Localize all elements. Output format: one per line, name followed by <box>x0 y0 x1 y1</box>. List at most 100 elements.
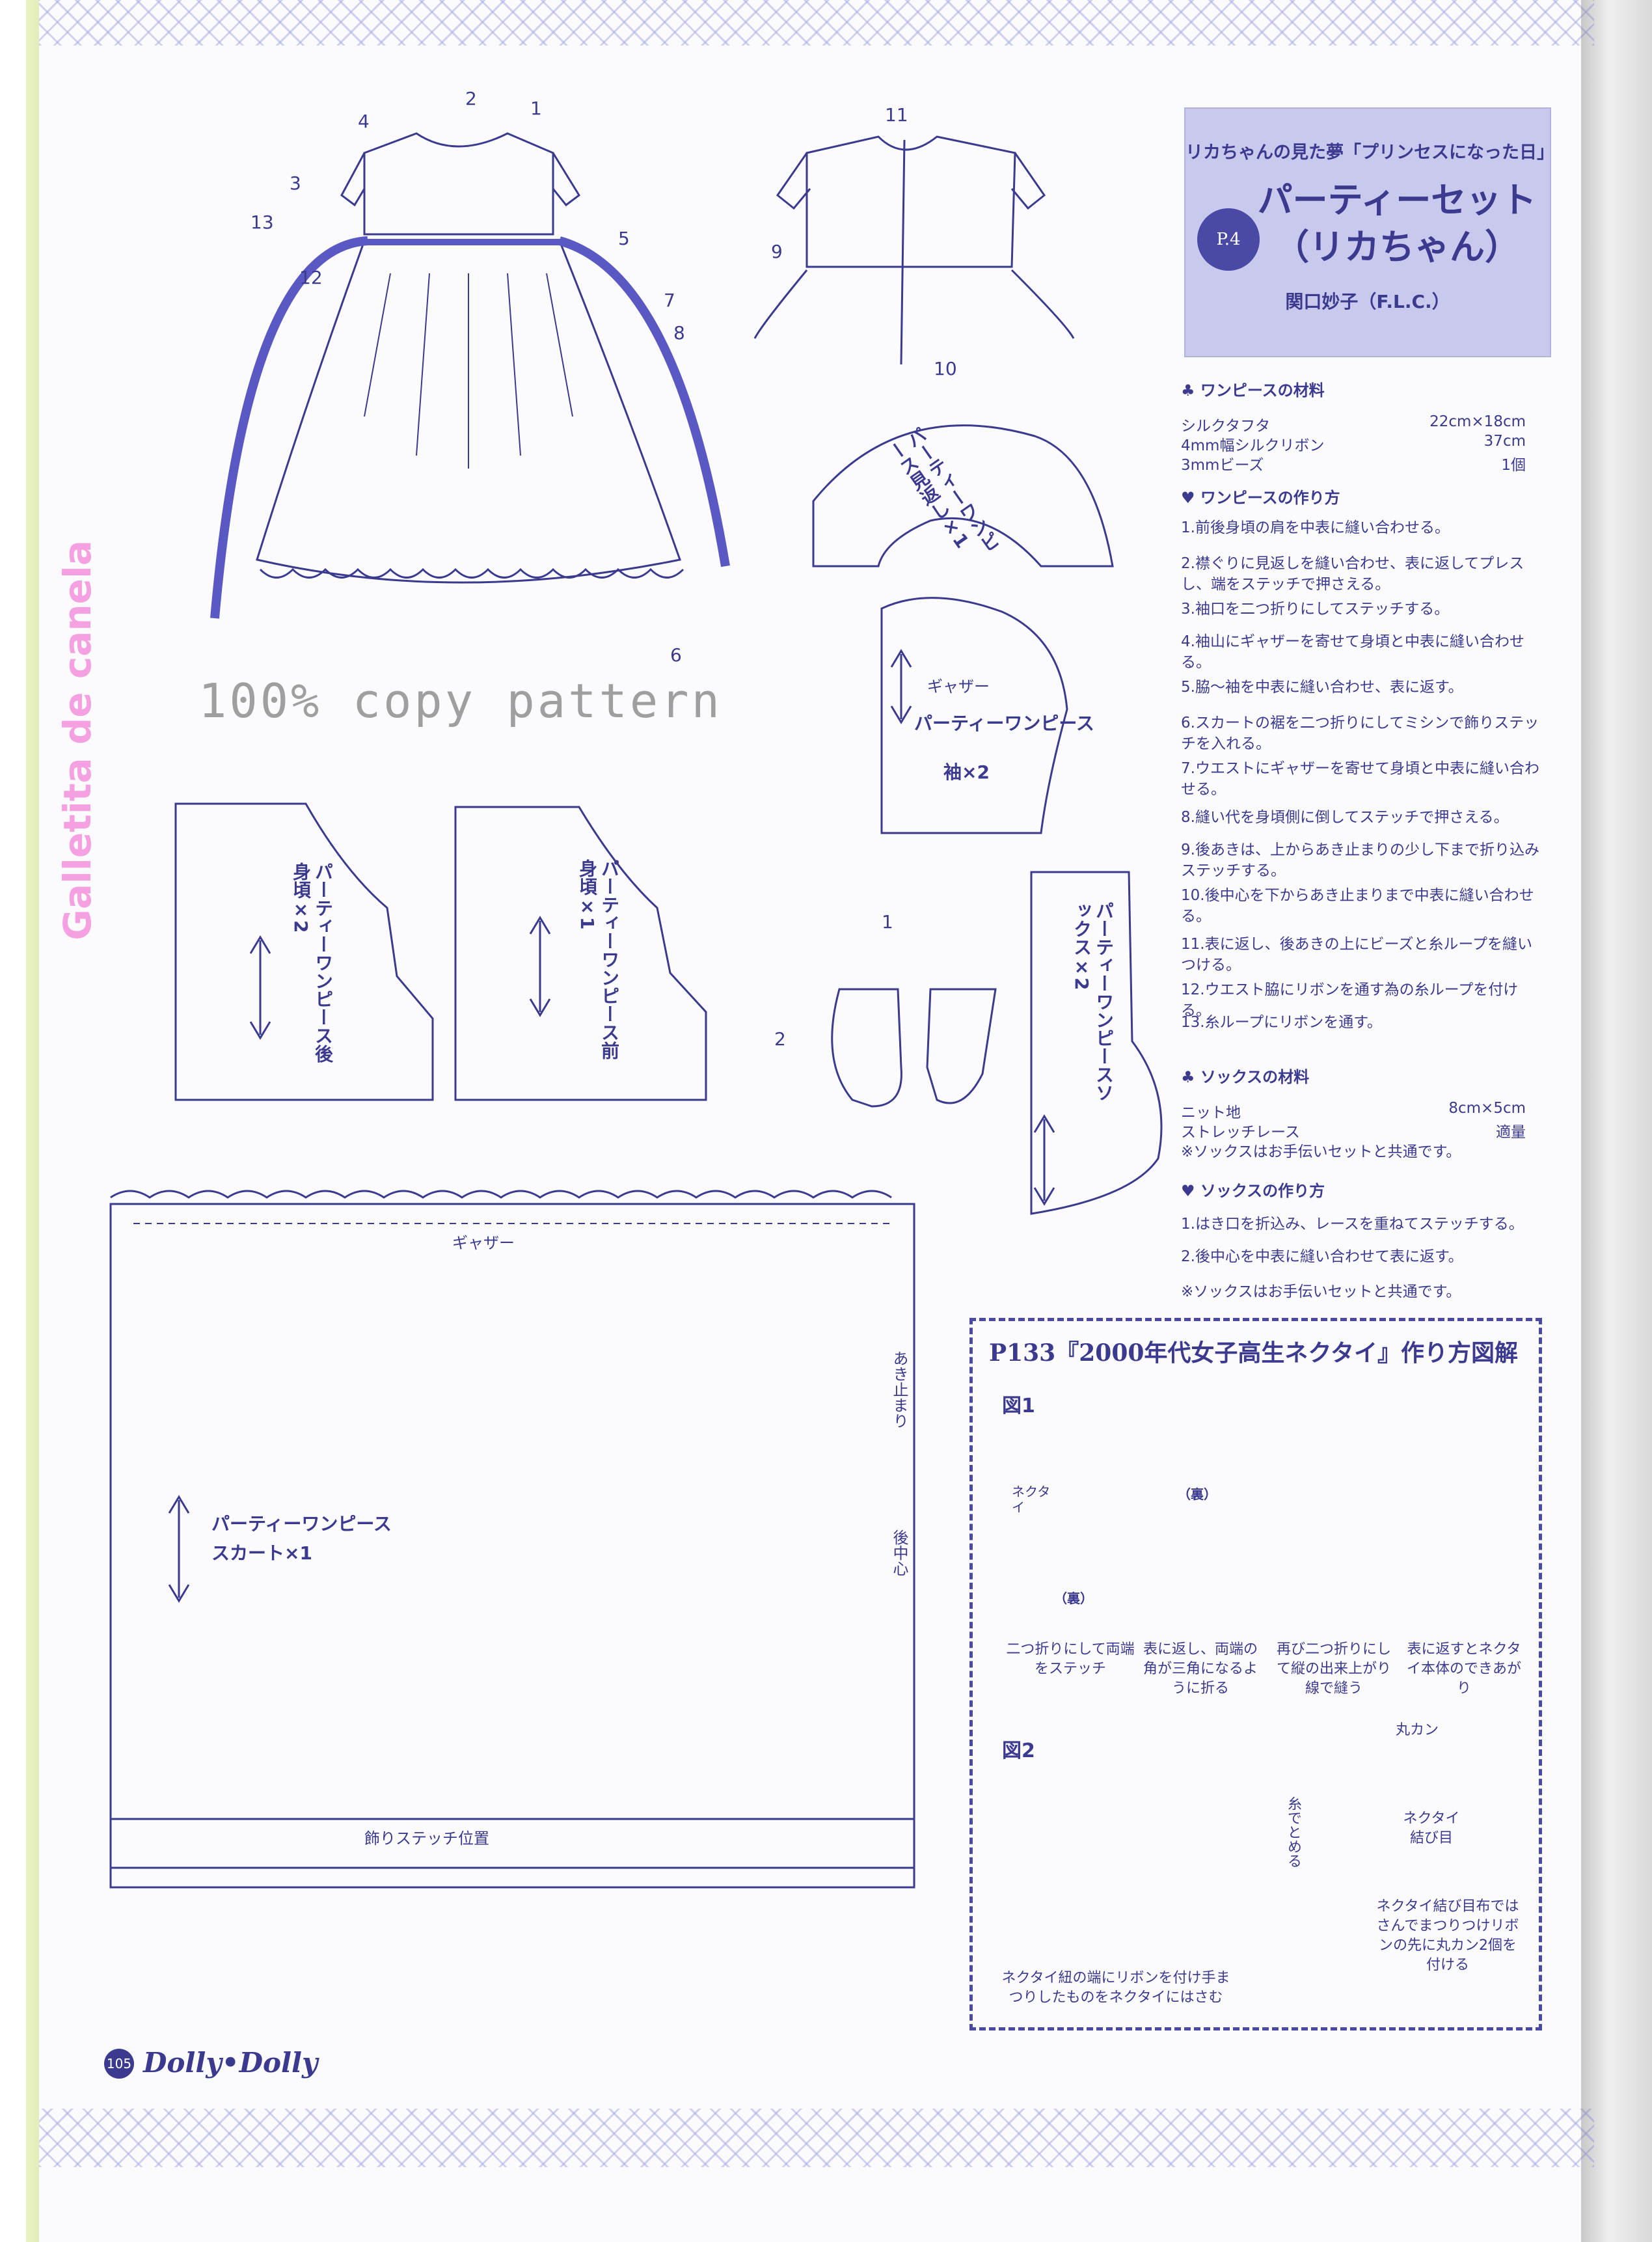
opening-stop-label: あき止まり <box>890 1350 908 1429</box>
back-opening-line <box>900 139 906 365</box>
dress-step: 7.ウエストにギャザーを寄せて身頃と中表に縫い合わせる。 <box>1181 760 1539 798</box>
facing-pattern <box>812 424 1114 567</box>
front-dress-right-sleeve <box>552 152 580 207</box>
sock-steps-heading: ソックスの作り方 <box>1200 1182 1325 1200</box>
diagram-number-11: 11 <box>885 104 908 126</box>
front-dress-gathers <box>364 273 573 469</box>
socks-pattern <box>1030 871 1163 1215</box>
socks-label: パーティーワンピースソックス×2 <box>1071 901 1115 1102</box>
series-title: リカちゃんの見た夢「プリンセスになった日」 <box>1185 143 1554 163</box>
dress-step: 5.脇～袖を中表に縫い合わせ、表に返す。 <box>1181 679 1463 696</box>
ribbon <box>210 236 730 619</box>
dress-steps-heading: ワンピースの作り方 <box>1200 489 1340 507</box>
grain-arrow-front <box>529 916 551 1017</box>
top-cross-stitch-border <box>39 0 1594 46</box>
necktie-caption-1: 二つ折りにして両端をステッチ <box>1006 1641 1135 1677</box>
knot-label: ネクタイ結び目 <box>1403 1811 1460 1846</box>
back-dress-skirt <box>753 269 1075 339</box>
bottom-cross-stitch-border <box>39 2109 1594 2167</box>
dress-step: 1.前後身頃の肩を中表に縫い合わせる。 <box>1181 519 1450 536</box>
dress-step: 13.糸ループにリボンを通す。 <box>1181 1014 1382 1031</box>
sock-step: 1.はき口を折込み、レースを重ねてステッチする。 <box>1181 1216 1524 1233</box>
ura-label-2: （裏） <box>1178 1486 1217 1502</box>
necktie-caption-2: 表に返し、両端の角が三角になるように折る <box>1143 1641 1258 1697</box>
sleeve-gather-label: ギャザー <box>927 677 990 696</box>
project-title-line1: パーティーセット <box>1257 180 1537 221</box>
diagram-number-3: 3 <box>290 172 301 194</box>
page-gutter <box>1581 0 1652 2242</box>
necktie-caption-4: 表に返すとネクタイ本体のできあがり <box>1406 1641 1521 1697</box>
grain-arrow-socks <box>1033 1114 1055 1206</box>
title-box: リカちゃんの見た夢「プリンセスになった日」 パーティーセット （リカちゃん） 関… <box>1184 107 1554 357</box>
back-center-label: 後中心 <box>890 1529 908 1576</box>
grain-arrow-sleeve <box>890 649 912 724</box>
diagram-number-4: 4 <box>358 111 370 132</box>
back-dress-left-sleeve <box>776 152 811 210</box>
sleeve-pattern <box>880 597 1068 834</box>
project-title-line2: （リカちゃん） <box>1274 226 1520 267</box>
dress-step: 2.襟ぐりに見返しを縫い合わせ、表に返してプレスし、端をステッチで押さえる。 <box>1181 555 1524 593</box>
diagram-number-13: 13 <box>251 212 274 233</box>
material-name: ストレッチレース <box>1181 1124 1300 1141</box>
diagram-number-7: 7 <box>664 290 675 311</box>
page-ref-badge: P.4 <box>1197 208 1260 271</box>
material-name: 4mm幅シルクリボン <box>1181 437 1325 454</box>
grain-arrow-back <box>249 935 271 1040</box>
grain-arrow-skirt <box>168 1495 190 1603</box>
skirt-pattern <box>109 1203 915 1889</box>
magazine-logo: Dolly•Dolly <box>143 2047 318 2079</box>
front-dress-bodice <box>363 132 554 236</box>
dress-step: 10.後中心を下からあき止まりまで中表に縫い合わせる。 <box>1181 887 1534 925</box>
diagram-number-6: 6 <box>670 644 682 666</box>
front-dress-skirt <box>256 239 681 584</box>
fig2-label: 図2 <box>1002 1740 1035 1762</box>
sock-step: 2.後中心を中表に縫い合わせて表に返す。 <box>1181 1248 1463 1265</box>
project-title: パーティーセット （リカちゃん） <box>1244 177 1550 271</box>
back-dress-right-sleeve <box>1010 152 1046 210</box>
necktie-title: P133『2000年代女子高生ネクタイ』作り方図解 <box>989 1339 1518 1367</box>
front-bodice-pattern <box>454 806 707 1101</box>
necktie-caption-3: 再び二つ折りにして縦の出来上がり線で縫う <box>1276 1641 1391 1697</box>
material-value: 22cm×18cm <box>1429 413 1526 430</box>
necktie-instructions-box <box>969 1318 1542 2030</box>
author: 関口妙子（F.L.C.） <box>1285 291 1450 312</box>
dress-step: 9.後あきは、上からあき止まりの少し下まで折り込みステッチする。 <box>1181 841 1539 879</box>
front-dress-hem-scallop <box>259 567 684 579</box>
diagram-number-10: 10 <box>934 358 957 379</box>
skirt-gather-scallop <box>110 1190 892 1199</box>
necktie-caption-6: ネクタイ結び目布ではさんでまつりつけリボンの先に丸カン2個を付ける <box>1376 1898 1519 1973</box>
necktie-label: ネクタイ <box>1012 1484 1051 1515</box>
page-number: 105 <box>104 2049 134 2079</box>
dress-step: 8.縫い代を身頃側に倒してステッチで押さえる。 <box>1181 809 1509 826</box>
dress-step: 4.袖山にギャザーを寄せて身頃と中表に縫い合わせる。 <box>1181 633 1524 671</box>
thread-stop-label: 糸でとめる <box>1285 1796 1301 1868</box>
material-row: 4mm幅シルクリボン 37cm <box>1181 433 1526 455</box>
skirt-gather-label: ギャザー <box>452 1234 515 1252</box>
dress-step: 12.ウエスト脇にリボンを通す為の糸ループを付ける。 <box>1181 981 1519 1019</box>
skirt-name-label: パーティーワンピース <box>211 1513 392 1535</box>
sock-materials-heading: ソックスの材料 <box>1200 1068 1310 1086</box>
dress-step: 6.スカートの裾を二つ折りにしてミシンで飾りステッチを入れる。 <box>1181 715 1539 752</box>
heart-icon: ♥ ワンピースの作り方 <box>1181 489 1340 507</box>
front-dress-left-sleeve <box>340 152 366 207</box>
sleeve-name-label: パーティーワンピース <box>914 713 1094 734</box>
dress-step: 11.表に返し、後あきの上にビーズと糸ループを縫いつける。 <box>1181 936 1533 974</box>
back-dress-bodice <box>806 135 1016 268</box>
sock-materials-note: ※ソックスはお手伝いセットと共通です。 <box>1181 1143 1461 1160</box>
copy-pattern-label: 100% copy pattern <box>198 674 722 728</box>
maru-kan-label: 丸カン <box>1396 1722 1439 1738</box>
material-value: 1個 <box>1501 457 1526 474</box>
sleeve-count-label: 袖×2 <box>943 761 990 783</box>
sock-number-1: 1 <box>882 911 893 933</box>
back-bodice-pattern <box>174 802 434 1101</box>
sock-number-2: 2 <box>774 1028 786 1050</box>
material-name: ニット地 <box>1181 1104 1241 1121</box>
material-value: 37cm <box>1483 433 1526 450</box>
club-icon: ♣ ソックスの材料 <box>1181 1068 1310 1086</box>
dress-materials-heading: ワンピースの材料 <box>1200 381 1325 400</box>
sock-left <box>831 988 902 1108</box>
decor-stitch-label: 飾りステッチ位置 <box>364 1829 489 1848</box>
